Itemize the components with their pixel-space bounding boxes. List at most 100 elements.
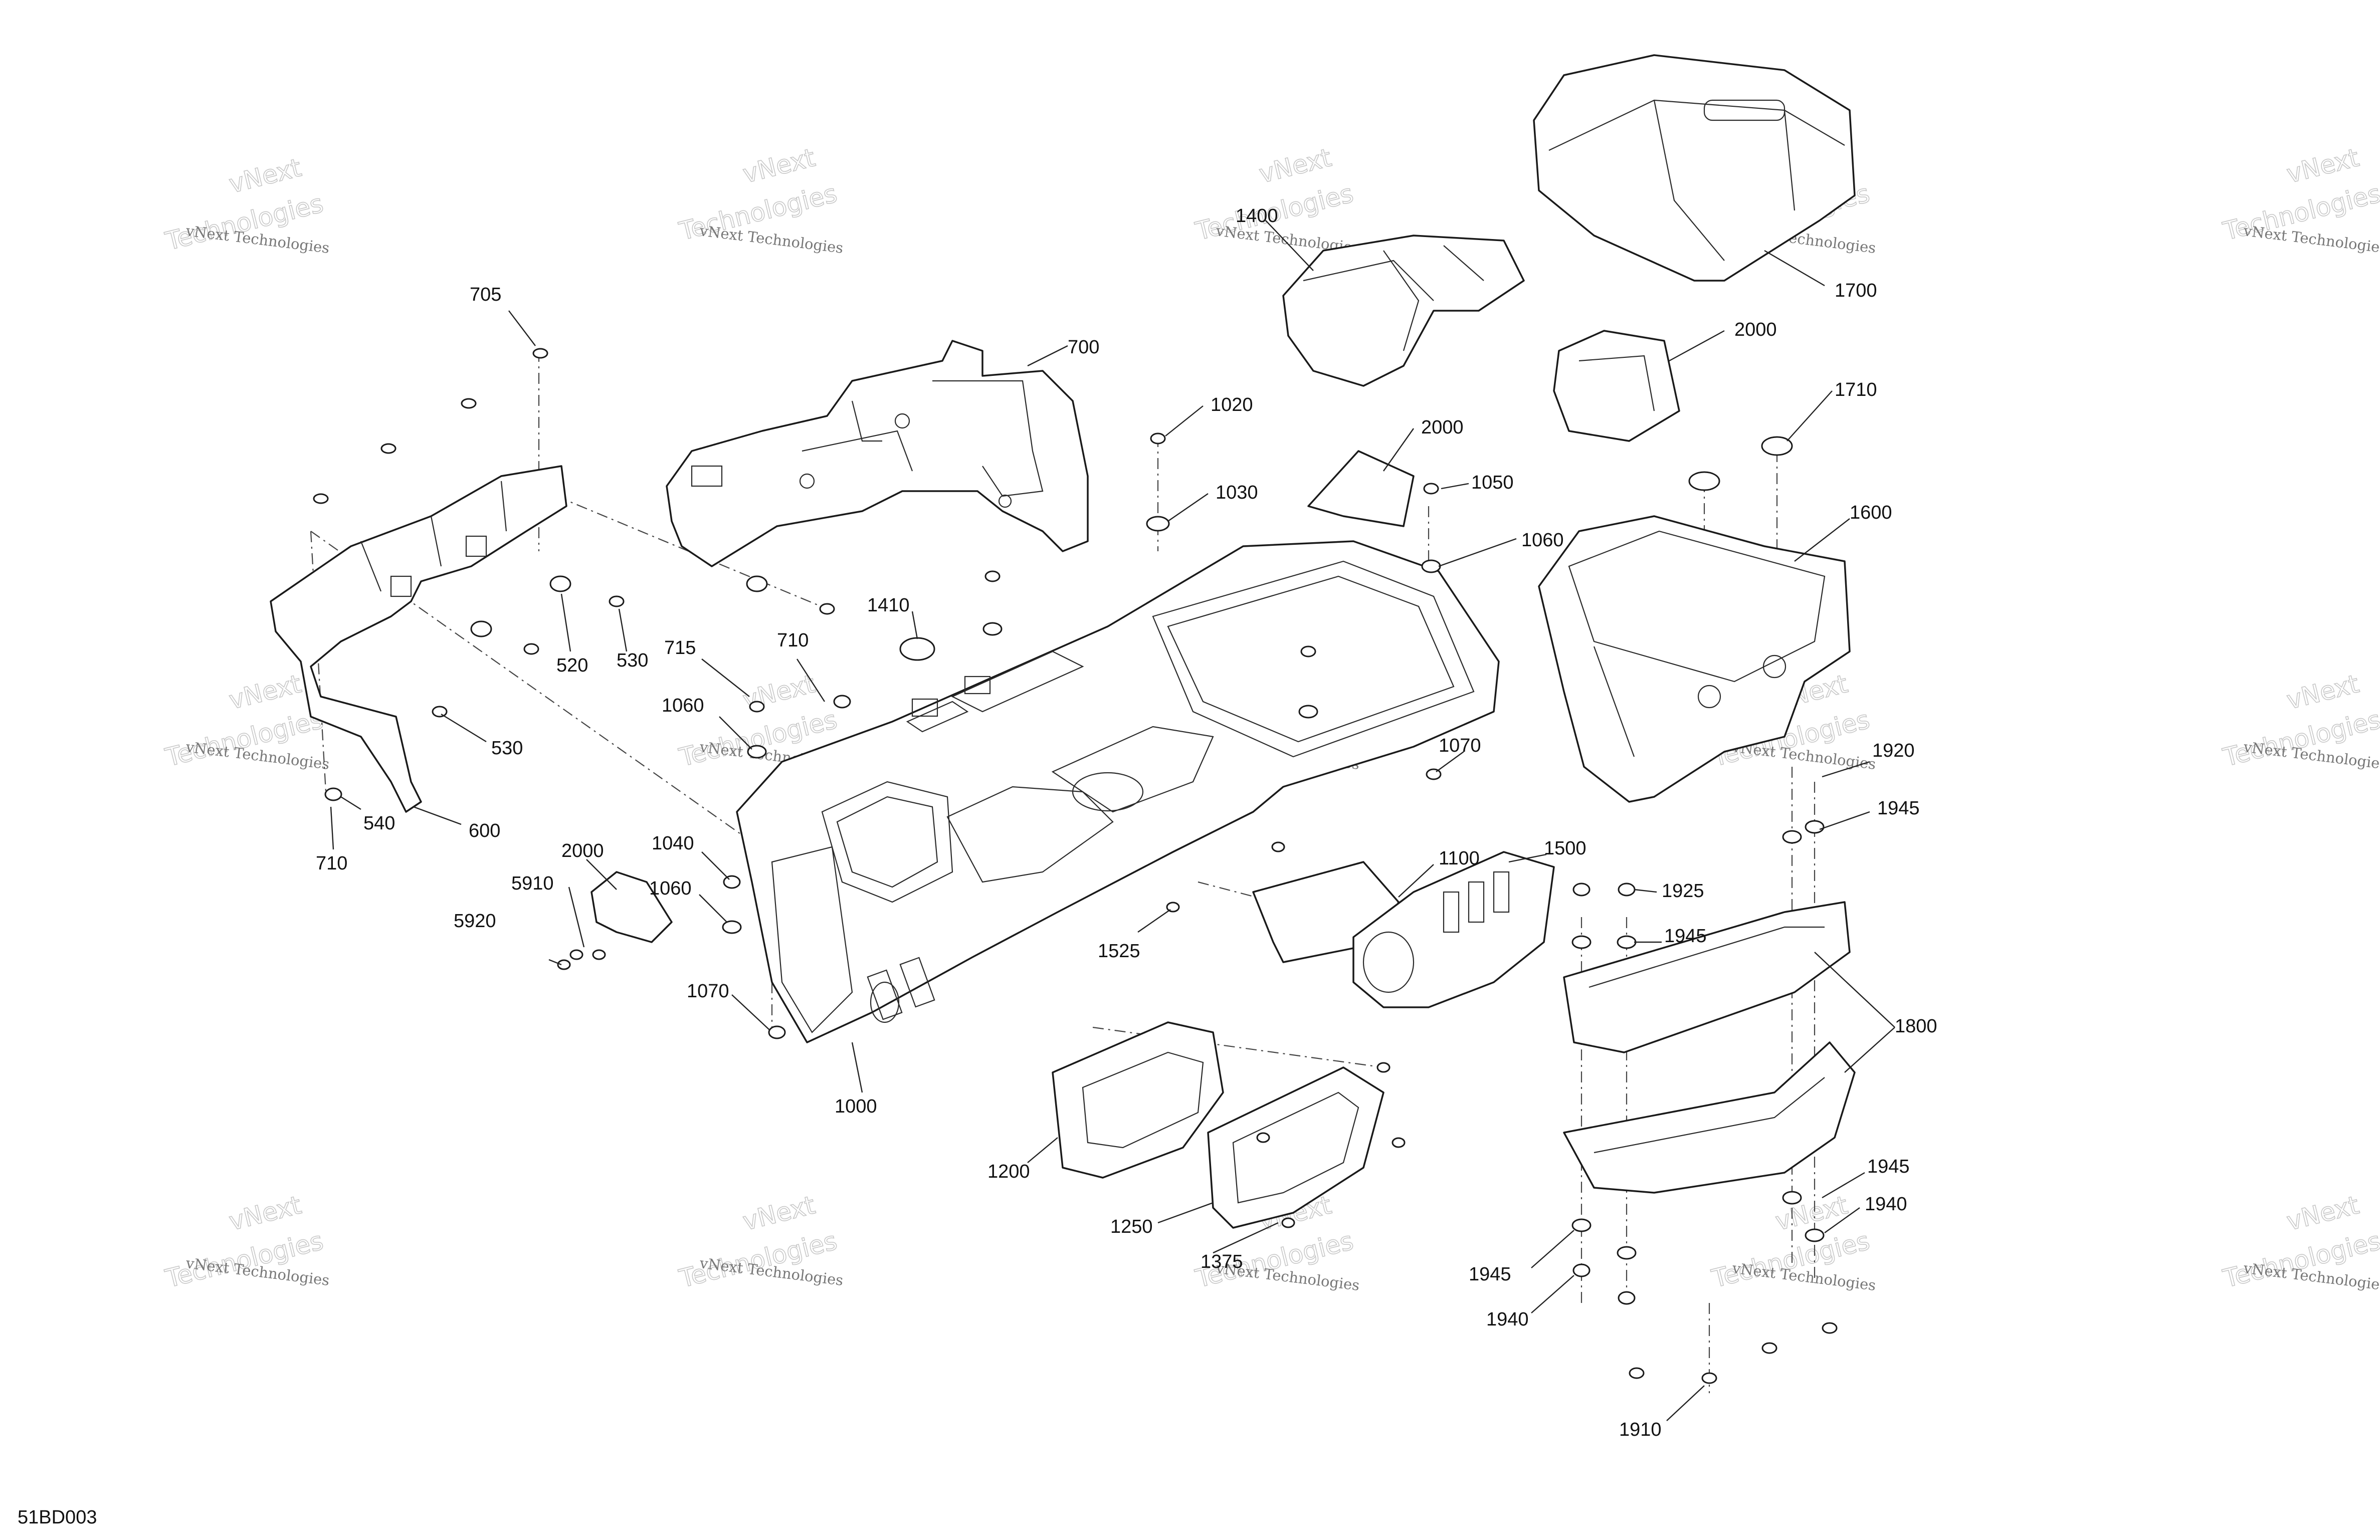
callout-label: 1250 xyxy=(1110,1216,1153,1237)
latch-part xyxy=(590,330,1680,943)
watermark-text: vNext xyxy=(2284,1190,2362,1236)
fastener-icon xyxy=(749,701,765,713)
callout-labels: 705 700 1400 1700 2000 1710 1020 2000 10… xyxy=(316,205,1937,1440)
watermark-text: vNext xyxy=(226,669,304,715)
callout-label: 2000 xyxy=(561,840,604,861)
watermark-text: vNext xyxy=(1256,143,1334,189)
speaker-bracket-part xyxy=(1252,851,1555,1008)
fastener-icon xyxy=(461,398,477,409)
leader-line xyxy=(701,851,730,880)
callout-label: 5910 xyxy=(511,873,554,894)
callout-label: 1070 xyxy=(1439,735,1481,756)
washer-icon xyxy=(1298,705,1318,719)
callout-label: 530 xyxy=(617,650,648,671)
leader-line xyxy=(1531,1275,1574,1313)
leader-line xyxy=(1824,1207,1860,1233)
leader-line xyxy=(1265,220,1314,271)
callout-label: 1600 xyxy=(1850,502,1892,523)
fastener-icon xyxy=(1300,645,1316,657)
watermark-text: vNext Technologies xyxy=(2242,222,2380,257)
callout-label: 705 xyxy=(470,284,501,305)
watermark-text: vNext xyxy=(2284,143,2362,189)
watermark-text: vNext xyxy=(2284,669,2362,715)
leader-line xyxy=(586,859,617,890)
grommet-icon xyxy=(1688,471,1720,491)
leader-line xyxy=(568,887,585,948)
callout-label: 1525 xyxy=(1098,941,1140,962)
washer-icon xyxy=(1782,830,1802,844)
callout-label: 1945 xyxy=(1867,1156,1910,1177)
callout-label: 530 xyxy=(491,738,523,759)
callout-label: 1710 xyxy=(1835,379,1877,400)
front-cover-part xyxy=(1282,235,1525,387)
fastener-icon xyxy=(723,875,741,889)
leader-line xyxy=(618,608,628,652)
leader-line xyxy=(1441,483,1469,490)
fastener-icon xyxy=(1618,883,1636,897)
washer-icon xyxy=(982,622,1003,636)
watermark-text: vNext Technologies xyxy=(698,222,844,257)
callout-label: 710 xyxy=(316,853,347,874)
leader-line xyxy=(1165,405,1204,436)
callout-label: 1945 xyxy=(1664,926,1707,947)
fastener-icon xyxy=(1618,1291,1636,1305)
fastener-icon xyxy=(380,443,396,454)
leader-line xyxy=(1027,1137,1058,1163)
washer-icon xyxy=(1421,559,1441,573)
callout-label: 1945 xyxy=(1469,1264,1511,1285)
storage-lid-part xyxy=(1533,54,1856,282)
fastener-icon xyxy=(557,959,571,970)
watermark-text: vNext xyxy=(740,1190,818,1236)
callout-label: 1920 xyxy=(1872,740,1915,761)
gauge-housing-part xyxy=(1052,1021,1384,1229)
callout-label: 520 xyxy=(556,655,588,676)
fastener-icon xyxy=(819,603,835,615)
storage-bin-part xyxy=(1538,515,1851,803)
washer-icon xyxy=(1571,935,1592,949)
callout-label: 2000 xyxy=(1421,417,1464,438)
diagram-code: 51BD003 xyxy=(18,1507,97,1528)
callout-label: 1800 xyxy=(1895,1016,1937,1037)
callout-label: 1940 xyxy=(1865,1194,1907,1215)
assembly-line xyxy=(556,495,828,610)
fastener-icon xyxy=(1701,1372,1717,1384)
fastener-icon xyxy=(324,787,342,801)
leader-lines xyxy=(330,220,1895,1421)
callout-label: 1945 xyxy=(1877,798,1920,819)
callout-label: 600 xyxy=(469,820,500,841)
callout-label: 710 xyxy=(777,630,809,651)
callout-label: 5920 xyxy=(454,911,496,932)
fastener-icon xyxy=(1572,1263,1591,1277)
washer-icon xyxy=(1571,1218,1592,1232)
callout-label: 1375 xyxy=(1201,1251,1243,1272)
fastener-icon xyxy=(1256,1132,1270,1143)
callout-label: 1410 xyxy=(867,595,910,616)
leader-line xyxy=(1213,1222,1279,1254)
leader-line xyxy=(1844,1027,1895,1073)
fastener-icon xyxy=(609,595,625,607)
leader-line xyxy=(1669,330,1725,362)
callout-label: 1000 xyxy=(835,1096,877,1117)
leader-line xyxy=(1398,864,1434,898)
callout-label: 1700 xyxy=(1835,280,1877,301)
washer-icon xyxy=(1617,1246,1637,1260)
callout-label: 1060 xyxy=(1521,530,1564,551)
fastener-icon xyxy=(1822,1322,1838,1334)
washer-icon xyxy=(470,620,492,637)
callout-label: 1060 xyxy=(662,695,704,716)
leader-line xyxy=(1027,345,1068,367)
watermark-text: vNext xyxy=(740,143,818,189)
washer-icon xyxy=(746,575,768,592)
leader-line xyxy=(1764,250,1825,287)
fastener-icon xyxy=(592,949,606,960)
fastener-icon xyxy=(984,570,1001,582)
leader-line xyxy=(1819,811,1870,830)
leader-line xyxy=(330,806,334,850)
leader-line xyxy=(560,593,571,652)
callout-label: 1200 xyxy=(987,1161,1030,1182)
callout-label: 1070 xyxy=(687,981,729,1002)
fastener-icon xyxy=(1376,1062,1391,1073)
leader-line xyxy=(719,716,752,750)
washer-icon xyxy=(1805,820,1825,834)
